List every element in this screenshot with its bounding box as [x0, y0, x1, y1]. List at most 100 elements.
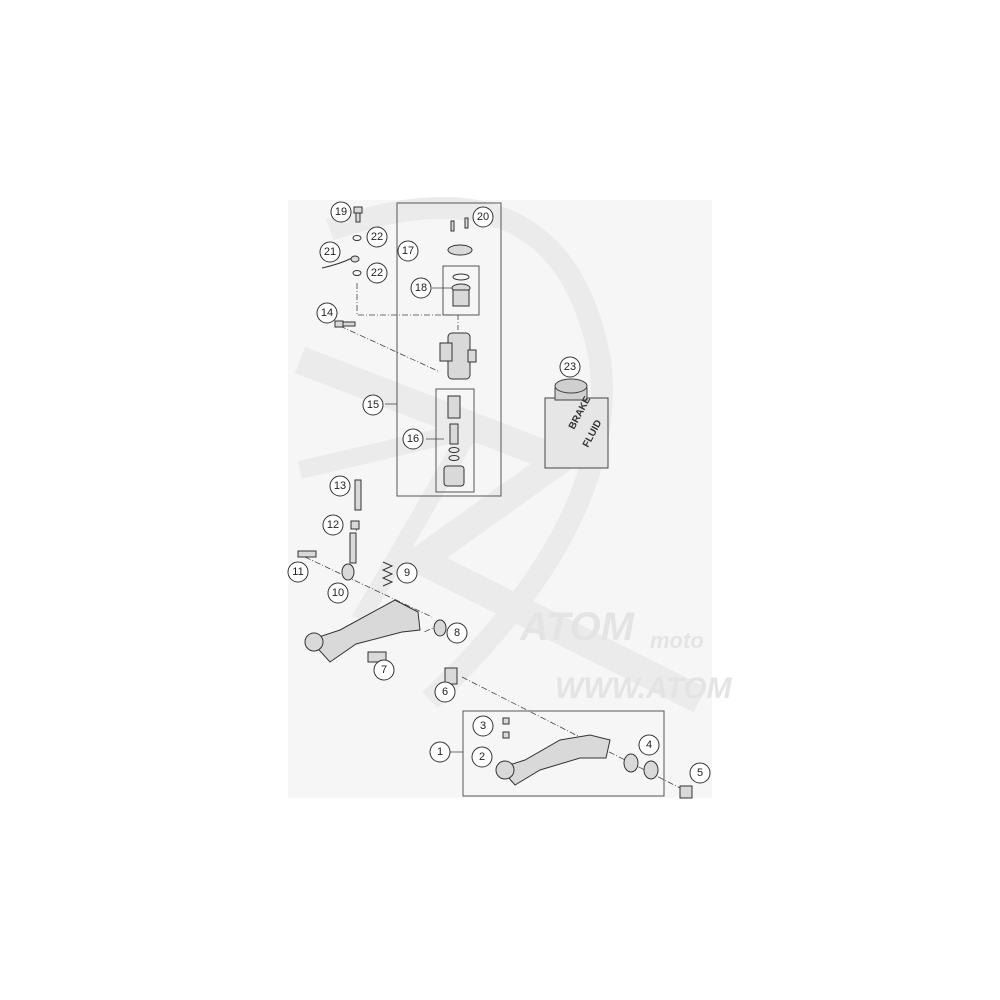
callout-number: 12 [327, 519, 339, 531]
callout-3: 3 [472, 715, 494, 737]
callout-circle [472, 206, 494, 228]
part-push-rod-13 [354, 479, 362, 511]
callout-number: 6 [442, 686, 448, 698]
callout-circle [471, 746, 493, 768]
callout-number: 23 [564, 361, 576, 373]
callout-number: 1 [437, 746, 443, 758]
callout-circle [689, 762, 711, 784]
callout-number: 22 [371, 231, 383, 243]
part-banjo-bolt-19 [353, 206, 363, 223]
callout-circle [366, 226, 388, 248]
part-sealing-washers-22 [352, 235, 362, 276]
part-bushing-8 [433, 619, 447, 637]
callout-number: 3 [480, 720, 486, 732]
callout-circle [397, 240, 419, 262]
callout-circle [319, 241, 341, 263]
callout-4: 4 [638, 734, 660, 756]
part-nut-5 [679, 785, 693, 799]
callout-6: 6 [434, 681, 456, 703]
callout-number: 21 [324, 246, 336, 258]
callout-number: 5 [697, 767, 703, 779]
part-reservoir-18 [451, 273, 471, 307]
assembly-lines [304, 283, 685, 791]
callout-circle [322, 514, 344, 536]
callout-22: 22 [366, 226, 388, 248]
callout-circle [429, 741, 451, 763]
part-bearings-4 [623, 753, 659, 780]
callout-16: 16 [402, 428, 424, 450]
part-piston-kit-16 [443, 395, 465, 487]
part-nut-12 [350, 520, 360, 530]
callout-18: 18 [410, 277, 432, 299]
callout-19: 19 [330, 201, 352, 223]
part-clevis-10 [341, 532, 357, 581]
callout-circle [396, 562, 418, 584]
callout-circle [330, 201, 352, 223]
callout-11: 11 [287, 561, 309, 583]
callout-number: 9 [404, 567, 410, 579]
callout-20: 20 [472, 206, 494, 228]
part-spring-9 [381, 561, 394, 587]
callout-8: 8 [446, 622, 468, 644]
part-brake-pedal-lower-2 [495, 734, 611, 786]
callout-circle [373, 659, 395, 681]
callout-number: 19 [335, 206, 347, 218]
callout-5: 5 [689, 762, 711, 784]
callout-circle [366, 262, 388, 284]
watermark-sub: moto [650, 628, 704, 653]
callout-12: 12 [322, 514, 344, 536]
watermark-logo [294, 196, 707, 713]
callout-15: 15 [362, 394, 384, 416]
callout-1: 1 [429, 741, 451, 763]
part-bolt-7 [367, 651, 387, 663]
part-brake-hose-21 [321, 255, 360, 269]
callout-2: 2 [471, 746, 493, 768]
callout-circle [559, 356, 581, 378]
part-cap-17 [447, 244, 473, 256]
callout-7: 7 [373, 659, 395, 681]
callout-number: 2 [479, 751, 485, 763]
watermark-brand: ATOM [519, 605, 636, 649]
callout-circle [287, 561, 309, 583]
callout-14: 14 [316, 302, 338, 324]
callout-circle [434, 681, 456, 703]
callout-number: 8 [454, 627, 460, 639]
part-pin-11 [297, 550, 317, 558]
callout-number: 16 [407, 433, 419, 445]
part-brake-pedal-upper [304, 599, 421, 663]
callout-13: 13 [329, 475, 351, 497]
part-brake-fluid-bottle-23: BRAKE FLUID [544, 378, 609, 469]
callout-circle [316, 302, 338, 324]
callout-17: 17 [397, 240, 419, 262]
brake-pedal-assembly-box [462, 710, 665, 797]
callout-circle [327, 582, 349, 604]
callout-circle [402, 428, 424, 450]
callout-number: 13 [334, 480, 346, 492]
callout-circle [362, 394, 384, 416]
callout-number: 15 [367, 399, 379, 411]
callout-number: 14 [321, 307, 333, 319]
callout-circle [472, 715, 494, 737]
part-bolt-14 [334, 320, 356, 328]
master-cylinder-group-box [396, 202, 502, 497]
callout-10: 10 [327, 582, 349, 604]
callout-number: 7 [381, 664, 387, 676]
piston-kit-group-box [435, 388, 475, 493]
callout-number: 17 [402, 245, 414, 257]
part-master-cylinder-body [439, 332, 477, 380]
callout-number: 20 [477, 211, 489, 223]
callout-number: 22 [371, 267, 383, 279]
callout-circle [410, 277, 432, 299]
watermark-url: WWW.ATOM [555, 672, 733, 705]
callout-21: 21 [319, 241, 341, 263]
callout-number: 10 [332, 587, 344, 599]
part-screws-3 [502, 717, 510, 739]
reservoir-group-box [442, 265, 480, 316]
part-screws-20 [450, 217, 469, 232]
callout-9: 9 [396, 562, 418, 584]
callout-circle [446, 622, 468, 644]
callout-number: 4 [646, 739, 652, 751]
callout-23: 23 [559, 356, 581, 378]
callout-circle [329, 475, 351, 497]
